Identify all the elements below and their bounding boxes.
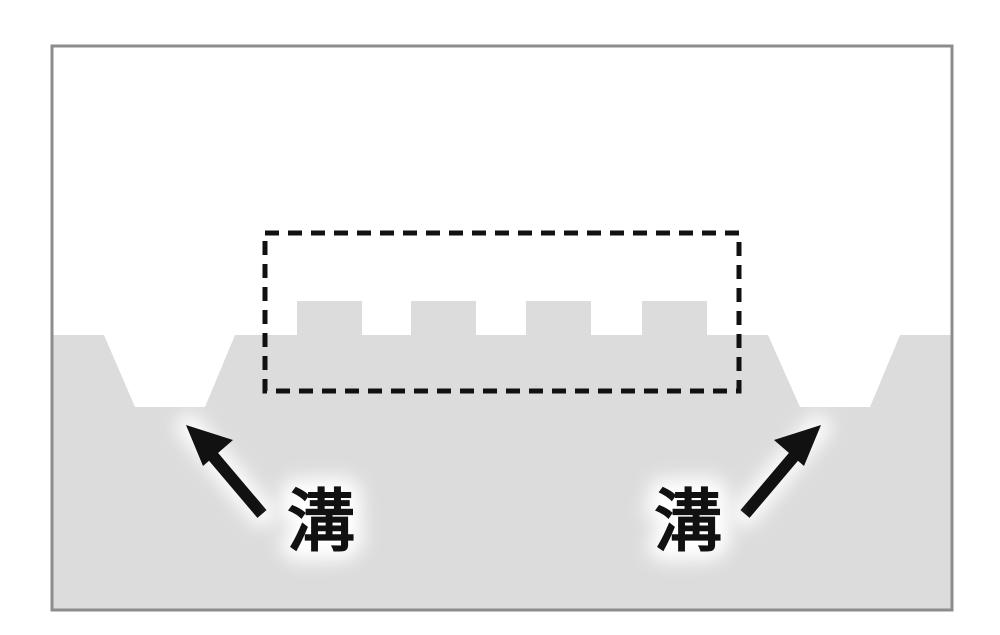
dashed-highlight-box: [262, 230, 742, 394]
right-groove-label: 溝: [654, 483, 722, 562]
frame-border: [50, 44, 954, 612]
label-glows: 溝 溝: [278, 474, 731, 571]
left-groove-label: 溝: [287, 483, 355, 562]
arrow-up-right-icon: [732, 414, 831, 527]
left-groove-label-glow: 溝: [287, 483, 355, 562]
right-groove-label-glow: 溝: [654, 483, 722, 562]
surface-profile: [52, 301, 952, 610]
arrow-up-left-icon: [176, 414, 275, 527]
